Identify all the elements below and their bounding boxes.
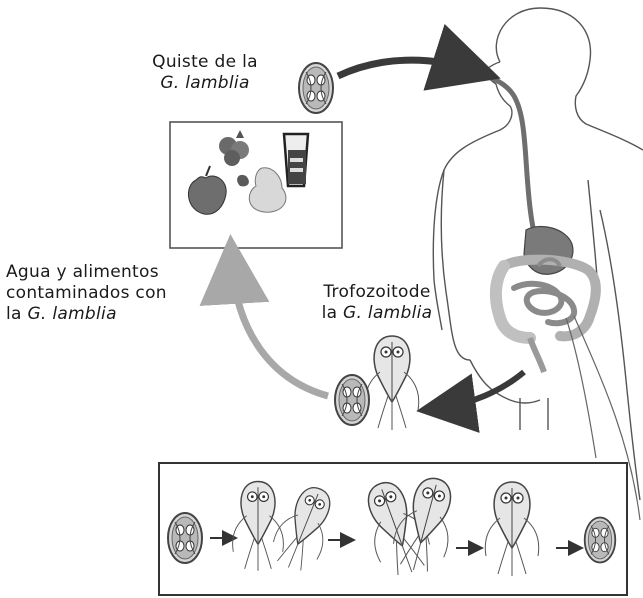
cyst-label-line1: Quiste de la bbox=[130, 52, 280, 73]
food-label: Agua y alimentos contaminados con la G. … bbox=[6, 262, 246, 325]
cyst-icon bbox=[299, 63, 333, 113]
food-label-line3-italic: G. lamblia bbox=[27, 304, 116, 324]
trophozoite-icon bbox=[365, 336, 418, 430]
trophozoite-label-line2-prefix: la bbox=[322, 303, 343, 323]
food-label-line3-prefix: la bbox=[6, 304, 27, 324]
food-label-line2: contaminados con bbox=[6, 283, 246, 304]
ingestion-arrow bbox=[338, 60, 474, 76]
cyst-label: Quiste de la G. lamblia bbox=[130, 52, 280, 94]
life-cycle-stages-panel bbox=[159, 463, 627, 595]
cyst-icon bbox=[168, 513, 202, 563]
water-glass-icon bbox=[284, 134, 308, 186]
trophozoite-label: Trofozoitode la G. lamblia bbox=[292, 282, 462, 324]
excretion-arrow bbox=[440, 372, 524, 408]
food-label-line1: Agua y alimentos bbox=[6, 262, 246, 283]
trophozoite-label-line2-italic: G. lamblia bbox=[343, 303, 432, 323]
cyst-label-line2: G. lamblia bbox=[160, 73, 249, 93]
cyst-icon bbox=[335, 375, 369, 425]
cyst-icon bbox=[585, 518, 616, 563]
contaminated-food-panel bbox=[170, 122, 342, 248]
trophozoite-label-line1: Trofozoitode bbox=[292, 282, 462, 303]
